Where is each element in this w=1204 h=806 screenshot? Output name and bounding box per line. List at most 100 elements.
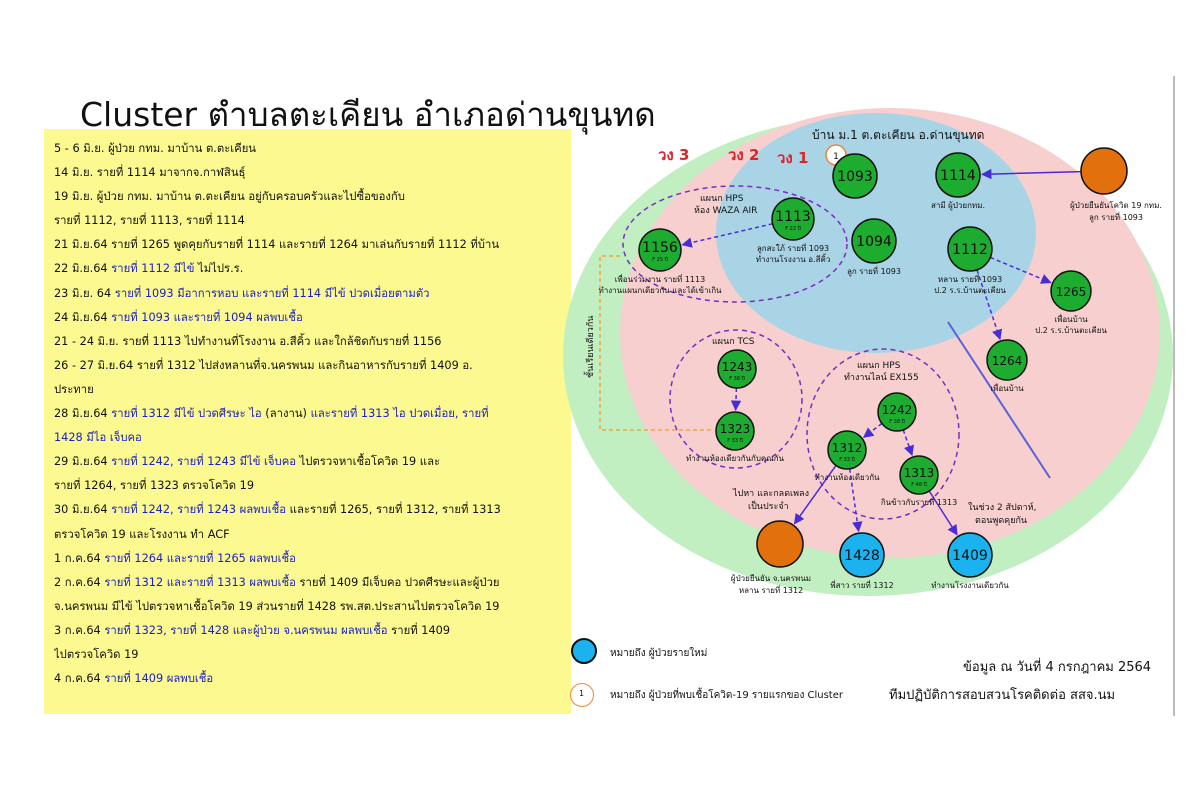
timeline-text: (ลางาน) (261, 407, 311, 421)
timeline-text: จ.นครพนม มีไข้ ไปตรวจหาเชื้อโควิด 19 ส่ว… (54, 599, 500, 613)
case-node-caption: พี่สาว รายที่ 1312 (830, 579, 893, 590)
external-case-bangkok: ผู้ป่วยยืนยันโควิด 19 กทม.ลูก รายที่ 109… (1070, 147, 1162, 223)
edge-1312-to-1428 (848, 468, 863, 533)
data-date: ข้อมูล ณ วันที่ 4 กรกฎาคม 2564 (963, 660, 1152, 675)
timeline-panel: 5 - 6 มิ.ย. ผู้ป่วย กทม. มาบ้าน ต.ตะเคีย… (44, 129, 571, 714)
classmate-connector (599, 255, 712, 431)
case-node-id: 1243 (722, 360, 753, 374)
timeline-line: 5 - 6 มิ.ย. ผู้ป่วย กทม. มาบ้าน ต.ตะเคีย… (54, 137, 561, 161)
timeline-highlight-text: รายที่ 1242, รายที่ 1243 มีไข้ เจ็บคอ (111, 455, 297, 469)
timeline-text: ไปตรวจหาเชื้อโควิด 19 และ (296, 455, 441, 469)
case-node-1093: 1093 (832, 153, 878, 199)
timeline-text: 23 มิ.ย. 64 (54, 286, 115, 300)
boundary-line (947, 321, 1051, 479)
timeline-highlight-text: รายที่ 1112 มีไข้ (111, 262, 195, 276)
case-node-caption: เพื่อนบ้าน (1054, 313, 1088, 324)
timeline-line: จ.นครพนม มีไข้ ไปตรวจหาเชื้อโควิด 19 ส่ว… (54, 595, 561, 619)
case-node-id: 1428 (844, 548, 880, 564)
case-node-caption: สามี ผู้ป่วยกทม. (931, 201, 985, 211)
case-node-id: 1094 (856, 234, 892, 250)
legend-new-case-label: หมายถึง ผู้ป่วยรายใหม่ (610, 648, 708, 659)
edges-layer (681, 168, 1082, 536)
case-node-circle (899, 455, 939, 495)
timeline-text: รายที่ 1409 (387, 623, 451, 637)
edge-1312-to-nakhonphanom (793, 465, 837, 525)
timeline-highlight-text: รายที่ 1093 และรายที่ 1094 ผลพบเชื้อ (111, 310, 303, 324)
zone-1-label: วง 1 (777, 149, 808, 167)
group-tcs-label: แผนก TCS (712, 337, 755, 347)
case-node-id: 1113 (775, 209, 811, 225)
case-node-id: 1114 (940, 168, 976, 184)
case-node-id: 1323 (720, 422, 751, 436)
case-node-sub: F 22 ปี (785, 225, 801, 232)
zone-3-label: วง 3 (658, 146, 689, 164)
page-title: Cluster ตำบลตะเคียน อำเภอด่านขุนทด (80, 95, 656, 134)
timeline-line: 28 มิ.ย.64 รายที่ 1312 มีไข้ ปวดศีรษะ ไอ… (54, 402, 561, 426)
case-node-id: 1093 (837, 169, 873, 185)
case-node-circle (839, 532, 885, 578)
timeline-text: ไปตรวจโควิด 19 (54, 647, 139, 661)
case-node-caption: ทำงานโรงงาน อ.สีคิ้ว (756, 253, 831, 264)
case-node-circle (717, 349, 757, 389)
external-case-caption: ลูก รายที่ 1093 (1089, 211, 1143, 223)
case-node-sub: F 25 ปี (652, 256, 668, 263)
legend-new-case-dot (571, 638, 597, 664)
timeline-line: รายที่ 1264, รายที่ 1323 ตรวจโควิด 19 (54, 474, 561, 498)
case-node-id: 1264 (992, 354, 1023, 368)
edge-source-to-1114 (980, 168, 1082, 180)
external-case-caption: หลาน รายที่ 1312 (739, 584, 803, 595)
timeline-line: 22 มิ.ย.64 รายที่ 1112 มีไข้ ไม่ไปร.ร. (54, 257, 561, 281)
group-hps-ex-label-1: แผนก HPS (857, 361, 901, 371)
timeline-text: 21 - 24 มิ.ย. รายที่ 1113 ไปทำงานที่โรงง… (54, 334, 442, 348)
timeline-highlight-text: รายที่ 1093 มีอาการหอบ และรายที่ 1114 มี… (114, 286, 430, 300)
timeline-highlight-text: 1428 มีไอ เจ็บคอ (54, 431, 142, 445)
edge-1313-to-1409 (928, 490, 958, 536)
group-hps-waza-label-2: ห้อง WAZA AIR (694, 205, 757, 216)
case-node-circle (877, 392, 917, 432)
timeline-text: 28 มิ.ย.64 (54, 407, 112, 421)
case-node-caption: ป.2 ร.ร.บ้านตะเคียน (1035, 326, 1107, 335)
case-node-sub: F 48 ปี (911, 481, 927, 488)
legend-first-case-marker: 1 (579, 689, 585, 698)
two-weeks-note-2: ตอนพูดคุยกัน (975, 516, 1027, 526)
case-node-circle (851, 218, 897, 264)
two-weeks-note-1: ในช่วง 2 สัปดาห์, (968, 501, 1036, 513)
timeline-text: รายที่ 1264, รายที่ 1323 ตรวจโควิด 19 (54, 479, 255, 493)
nakhonphanom-note-1: ไปหา และกลดเพลง (732, 488, 809, 499)
case-node-circle (986, 339, 1028, 381)
timeline-line: 19 มิ.ย. ผู้ป่วย กทม. มาบ้าน ต.ตะเคียน อ… (54, 185, 561, 209)
group-hps-waza-label-1: แผนก HPS (700, 194, 744, 204)
timeline-highlight-text: รายที่ 1312 มีไข้ ปวดศีรษะ ไอ (111, 407, 262, 421)
timeline-text: 5 - 6 มิ.ย. ผู้ป่วย กทม. มาบ้าน ต.ตะเคีย… (54, 142, 257, 155)
timeline-text: รายที่ 1112, รายที่ 1113, รายที่ 1114 (54, 214, 245, 228)
village-label: บ้าน ม.1 ต.ตะเคียน อ.ด่านขุนทด (812, 128, 984, 143)
timeline-highlight-text: และรายที่ 1313 ไอ ปวดเมื่อย, รายที่ (310, 407, 489, 421)
timeline-highlight-text: รายที่ 1409 ผลพบเชื้อ (104, 672, 214, 686)
timeline-line: 26 - 27 มิ.ย.64 รายที่ 1312 ไปส่งหลานที่… (54, 354, 561, 378)
case-node-caption: หลาน รายที่ 1093 (938, 273, 1002, 284)
case-node-circle (638, 228, 682, 272)
timeline-line: 21 มิ.ย.64 รายที่ 1265 พูดคุยกับรายที่ 1… (54, 233, 561, 257)
group-hps-waza-outline (622, 185, 848, 303)
timeline-text: ประทาย (54, 382, 94, 396)
case-node-sub: F 33 ปี (727, 437, 743, 444)
zone-2-label: วง 2 (728, 146, 759, 164)
case-node-1428: 1428 พี่สาว รายที่ 1312 (830, 532, 894, 590)
timeline-text: ไม่ไปร.ร. (194, 262, 244, 276)
timeline-text: 26 - 27 มิ.ย.64 รายที่ 1312 ไปส่งหลานที่… (54, 358, 473, 372)
timeline-text: 30 มิ.ย.64 (54, 503, 112, 517)
legend-first-case-dot (570, 683, 594, 707)
edge-1242-to-1313 (902, 429, 914, 457)
timeline-highlight-text: รายที่ 1264 และรายที่ 1265 ผลพบเชื้อ (104, 551, 296, 565)
case-node-caption: ลูกสะใภ้ รายที่ 1093 (757, 242, 829, 254)
